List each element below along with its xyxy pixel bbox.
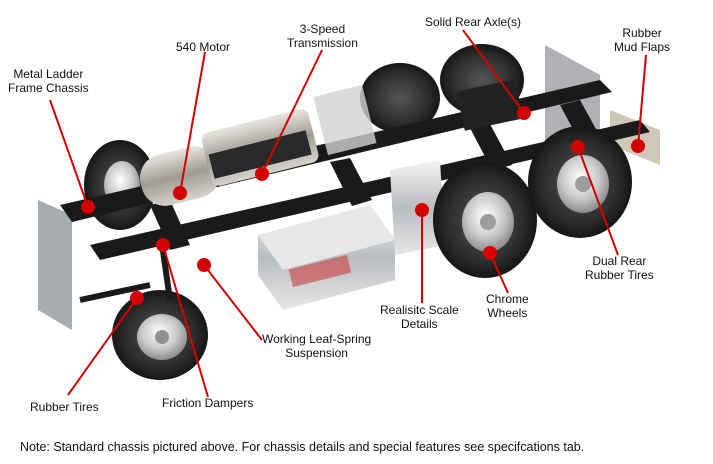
dot-mud-flaps — [631, 139, 645, 153]
dot-rubber-tires — [130, 291, 144, 305]
dot-leaf-spring — [197, 258, 211, 272]
label-540-motor: 540 Motor — [176, 40, 231, 54]
dot-metal-ladder-frame — [81, 200, 95, 214]
leader-540-motor — [179, 51, 206, 194]
footer-note: Note: Standard chassis pictured above. F… — [20, 440, 585, 454]
leader-leaf-spring — [203, 264, 263, 341]
chrome-battery-box — [258, 205, 395, 310]
leader-solid-rear-axles — [462, 29, 525, 114]
rear-tire-near-2 — [528, 126, 632, 238]
front-bumper — [38, 200, 72, 330]
dot-540-motor — [173, 186, 187, 200]
callout-leaders — [49, 29, 647, 398]
dot-dual-rear-tires — [571, 140, 585, 154]
leader-friction-dampers — [162, 244, 209, 398]
leader-rubber-tires — [67, 297, 138, 396]
rear-tire-near-1 — [433, 162, 537, 278]
dot-scale-details — [415, 203, 429, 217]
leader-chrome-wheels — [489, 252, 509, 294]
dot-solid-rear-axles — [517, 106, 531, 120]
leader-transmission — [261, 49, 323, 175]
dot-chrome-wheels — [483, 246, 497, 260]
dot-friction-dampers — [156, 238, 170, 252]
leader-metal-ladder-frame — [49, 99, 89, 208]
leader-mud-flaps — [637, 54, 647, 147]
front-tire-near — [112, 290, 208, 380]
label-rubber-tires: Rubber Tires — [30, 400, 99, 414]
chassis-illustration — [38, 44, 660, 380]
label-friction-dampers: Friction Dampers — [162, 396, 254, 410]
motor-transmission — [139, 84, 377, 206]
leader-dual-rear-tires — [577, 146, 619, 256]
dot-transmission — [255, 167, 269, 181]
rear-tire-far-1 — [360, 63, 440, 133]
label-solid-rear-axles: Solid Rear Axle(s) — [425, 15, 522, 29]
